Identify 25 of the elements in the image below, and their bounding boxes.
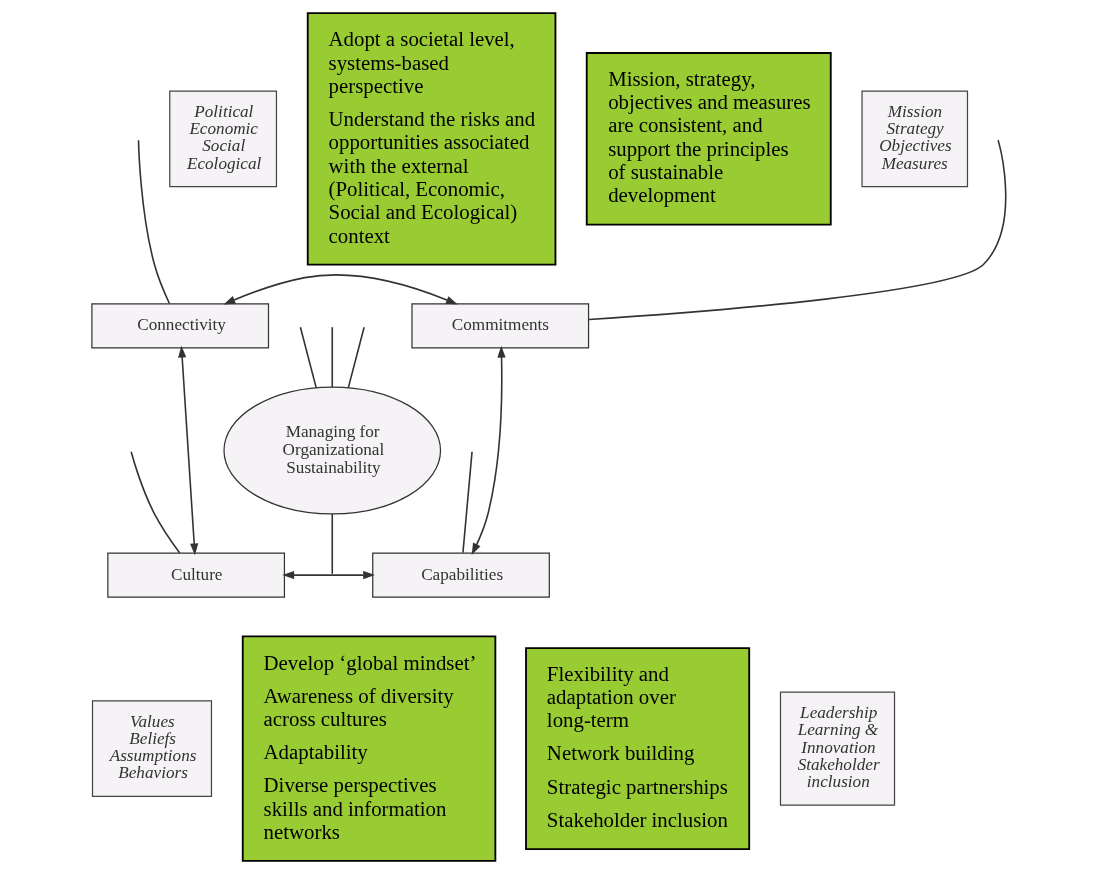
connector — [461, 451, 473, 554]
connector — [330, 513, 333, 575]
arrow — [281, 570, 375, 580]
connector — [137, 139, 170, 305]
node-ellipse: Managing for Organizational Sustainability — [222, 386, 441, 515]
connector — [299, 326, 317, 389]
arrow — [223, 274, 458, 305]
node-box: Mission, strategy, objectives and measures are consistent, and support the principles of sustainable development — [585, 52, 832, 226]
node-box: Values Beliefs Assumptions Behaviors — [91, 700, 212, 798]
node-box: Connectivity — [90, 303, 269, 349]
node-box: Leadership Learning & Innovation Stakeholder inclusion — [779, 691, 895, 806]
node-box: Develop ‘global mindset’ Awareness of diversity across cultures Adaptability Diverse perspectives skills and information networks — [241, 635, 496, 862]
connector — [129, 451, 181, 554]
node-box: Mission Strategy Objectives Measures — [860, 90, 968, 188]
node-box: Adopt a societal level, systems-based perspective Understand the risks and opportunities associated with the external (Political, Economic, Social and Ecological) context — [306, 12, 556, 266]
connector — [330, 326, 333, 388]
connector — [347, 326, 365, 389]
node-box: Political Economic Social Ecological — [168, 90, 277, 188]
node-box: Commitments — [410, 303, 589, 349]
arrow — [471, 345, 506, 555]
node-box: Capabilities — [371, 552, 550, 598]
node-box: Culture — [106, 552, 285, 598]
arrow — [177, 345, 198, 556]
connector — [587, 139, 1006, 321]
node-box: Flexibility and adaptation over long-term Network building Strategic partnerships Stakeholder inclusion — [524, 647, 750, 851]
